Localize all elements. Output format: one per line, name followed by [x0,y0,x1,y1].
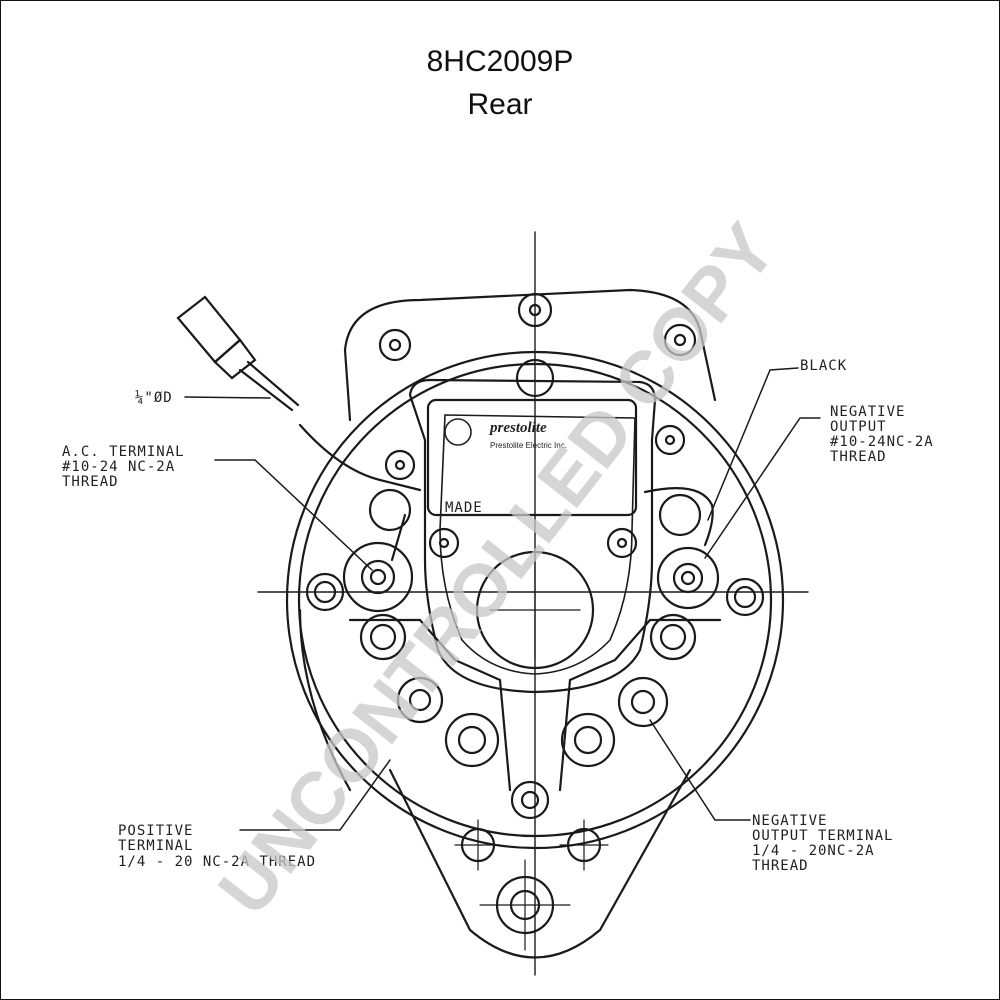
negative-output-label: NEGATIVE OUTPUT #10-24NC-2A THREAD [830,404,943,465]
positive-terminal-label: POSITIVE TERMINAL 1/4 - 20 NC-2A THREAD [118,823,316,870]
negative-output-stud [643,487,720,610]
negative-output-terminal-label: NEGATIVE OUTPUT TERMINAL 1/4 - 20NC-2A T… [752,813,903,874]
rectifier-center [475,550,595,670]
regulator-logo-icon [444,418,472,446]
side-bolts [305,488,765,617]
ac-terminal-label: A.C. TERMINAL #10-24 NC-2A THREAD [62,444,194,490]
ac-terminal [298,423,422,613]
spade-connector [176,295,300,412]
uncontrolled-copy-watermark: UNCONTROLLED COPY [202,208,791,930]
regulator-housing [384,378,686,694]
mounting-foot [388,768,692,959]
rectifier-diodes [348,613,722,820]
view-subtitle: Rear [467,88,533,121]
regulator-brand: prestolite [488,420,547,436]
regulator-made: MADE [445,500,483,516]
black-wire-label: BLACK [800,358,847,374]
housing-outline [285,288,785,850]
top-mounting-bolts [378,292,697,398]
regulator-subtitle: Prestolite Electric Inc. [490,441,567,450]
stud-label: ¼"ØD [135,390,173,406]
part-number-title: 8HC2009P [426,45,574,78]
leader-lines [184,367,821,831]
regulator-plate [426,398,638,517]
